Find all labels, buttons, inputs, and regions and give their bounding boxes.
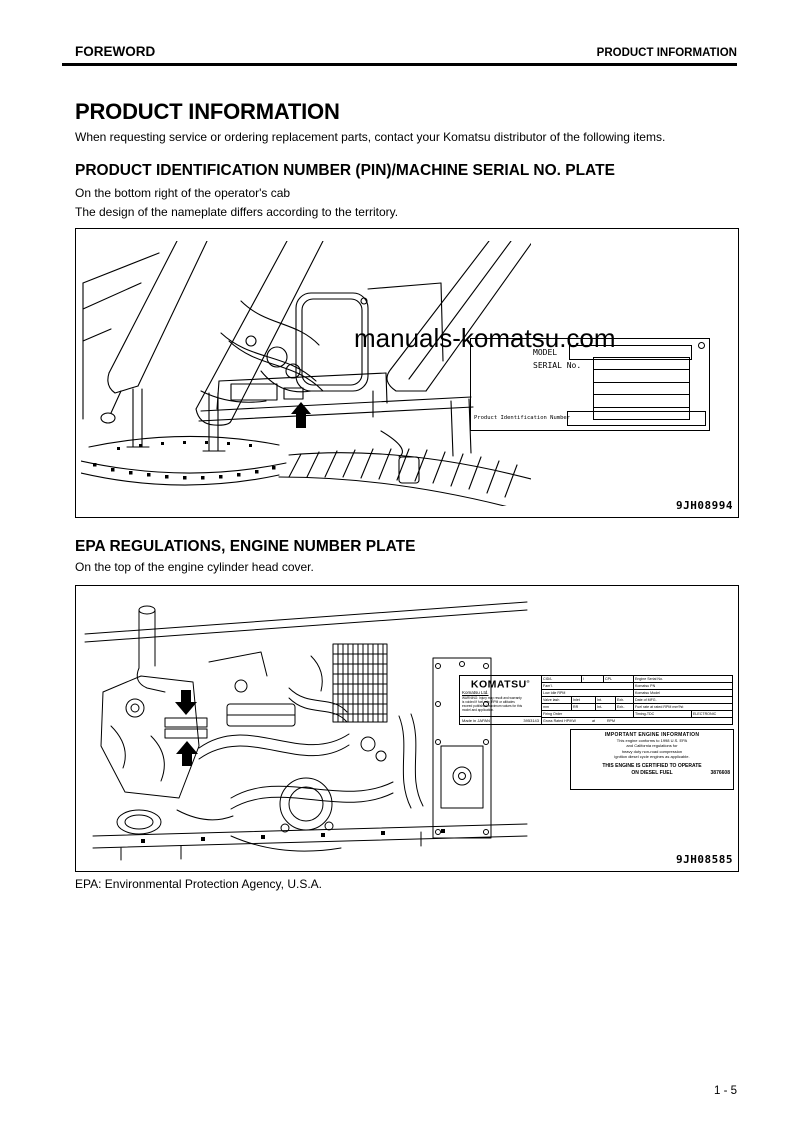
serial-row-box bbox=[593, 406, 690, 420]
serial-label: SERIAL No. bbox=[533, 361, 582, 370]
table-row: Valve lash Inlet Int. Exh. Date of MFG. bbox=[542, 697, 732, 704]
swing-circle-bolts bbox=[93, 441, 276, 480]
plate-part-number: 3953143 bbox=[523, 718, 539, 723]
epa-figure-frame: KOMATSU® Komatsu Ltd. WARNING: Injury ma… bbox=[75, 585, 739, 872]
header-rule bbox=[62, 63, 737, 66]
engine-plate-data-table: CID/L / CPL Engine Serial No. Fam'l. Kom… bbox=[542, 676, 732, 724]
fuel-line-row: ON DIESEL FUEL 3876608 bbox=[631, 769, 730, 776]
made-in-label: Made in JAPAN bbox=[462, 718, 490, 723]
pin-figure-frame: manuals-komatsu.com MODEL SERIAL No. Pro… bbox=[75, 228, 739, 518]
epa-location-line: On the top of the engine cylinder head c… bbox=[75, 560, 314, 574]
plate-location-arrow-down-icon bbox=[175, 690, 197, 715]
figure-code: 9JH08994 bbox=[676, 499, 733, 512]
serial-value-stack bbox=[593, 357, 690, 420]
pin-section-heading: PRODUCT IDENTIFICATION NUMBER (PIN)/MACH… bbox=[75, 162, 615, 179]
serial-row-box bbox=[593, 394, 690, 408]
figure-code: 9JH08585 bbox=[676, 853, 733, 866]
certification-number: 3876608 bbox=[710, 769, 730, 776]
engine-plate-brand-block: KOMATSU® Komatsu Ltd. WARNING: Injury ma… bbox=[460, 676, 542, 724]
bolt-hole-icon bbox=[698, 342, 705, 349]
page-number: 1 - 5 bbox=[713, 1085, 737, 1097]
warranty-warning-text: WARNING: Injury may result and warranty … bbox=[462, 695, 523, 713]
header-right-title: PRODUCT INFORMATION bbox=[596, 47, 737, 59]
engine-line-drawing bbox=[84, 601, 528, 861]
table-row: Firing Order Timing-TDC ELECTRONIC bbox=[542, 711, 732, 718]
important-engine-information-box: IMPORTANT ENGINE INFORMATION This engine… bbox=[570, 729, 734, 790]
plate-location-arrow-up-icon bbox=[291, 402, 311, 428]
frame-rail-bolts bbox=[141, 829, 445, 843]
watermark-text: manuals-komatsu.com bbox=[354, 323, 616, 353]
pin-note-line: The design of the nameplate differs acco… bbox=[75, 205, 399, 219]
table-row: mm RR Int- Exh- Fuel rate at rated RPM m… bbox=[542, 704, 732, 711]
intro-paragraph: When requesting service or ordering repl… bbox=[75, 130, 666, 144]
pin-nameplate: MODEL SERIAL No. Product Identification … bbox=[470, 338, 710, 431]
pid-label: Product Identification Number bbox=[474, 415, 571, 421]
model-value-box bbox=[569, 345, 692, 360]
registered-mark: ® bbox=[526, 679, 531, 684]
table-row: CID/L / CPL Engine Serial No. bbox=[542, 676, 732, 683]
info-box-title: IMPORTANT ENGINE INFORMATION bbox=[604, 732, 700, 738]
serial-row-box bbox=[593, 381, 690, 396]
certification-line: THIS ENGINE IS CERTIFIED TO OPERATE bbox=[602, 762, 702, 769]
pin-location-line: On the bottom right of the operator's ca… bbox=[75, 186, 291, 200]
epa-section-heading: EPA REGULATIONS, ENGINE NUMBER PLATE bbox=[75, 538, 416, 555]
komatsu-logo: KOMATSU® bbox=[470, 678, 531, 691]
serial-row-box bbox=[593, 369, 690, 383]
header-left-title: FOREWORD bbox=[75, 44, 156, 59]
serial-row-box bbox=[593, 357, 690, 371]
table-row: Fam'l. Komatsu PN bbox=[542, 683, 732, 690]
page-title: PRODUCT INFORMATION bbox=[75, 99, 340, 124]
pid-value-box bbox=[567, 411, 706, 426]
table-row: Low Idle RPM Komatsu Model bbox=[542, 690, 732, 697]
excavator-line-drawing bbox=[81, 241, 531, 506]
company-name: Komatsu Ltd. bbox=[462, 689, 489, 695]
epa-abbreviation-caption: EPA: Environmental Protection Agency, U.… bbox=[75, 877, 323, 891]
model-label: MODEL bbox=[533, 348, 558, 357]
engine-number-plate: KOMATSU® Komatsu Ltd. WARNING: Injury ma… bbox=[459, 675, 733, 725]
plate-location-arrow-up-icon bbox=[176, 741, 198, 766]
table-row: Gross Rated HP/KW at RPM bbox=[543, 719, 615, 723]
made-in-row: Made in JAPAN 3953143 bbox=[460, 716, 541, 724]
